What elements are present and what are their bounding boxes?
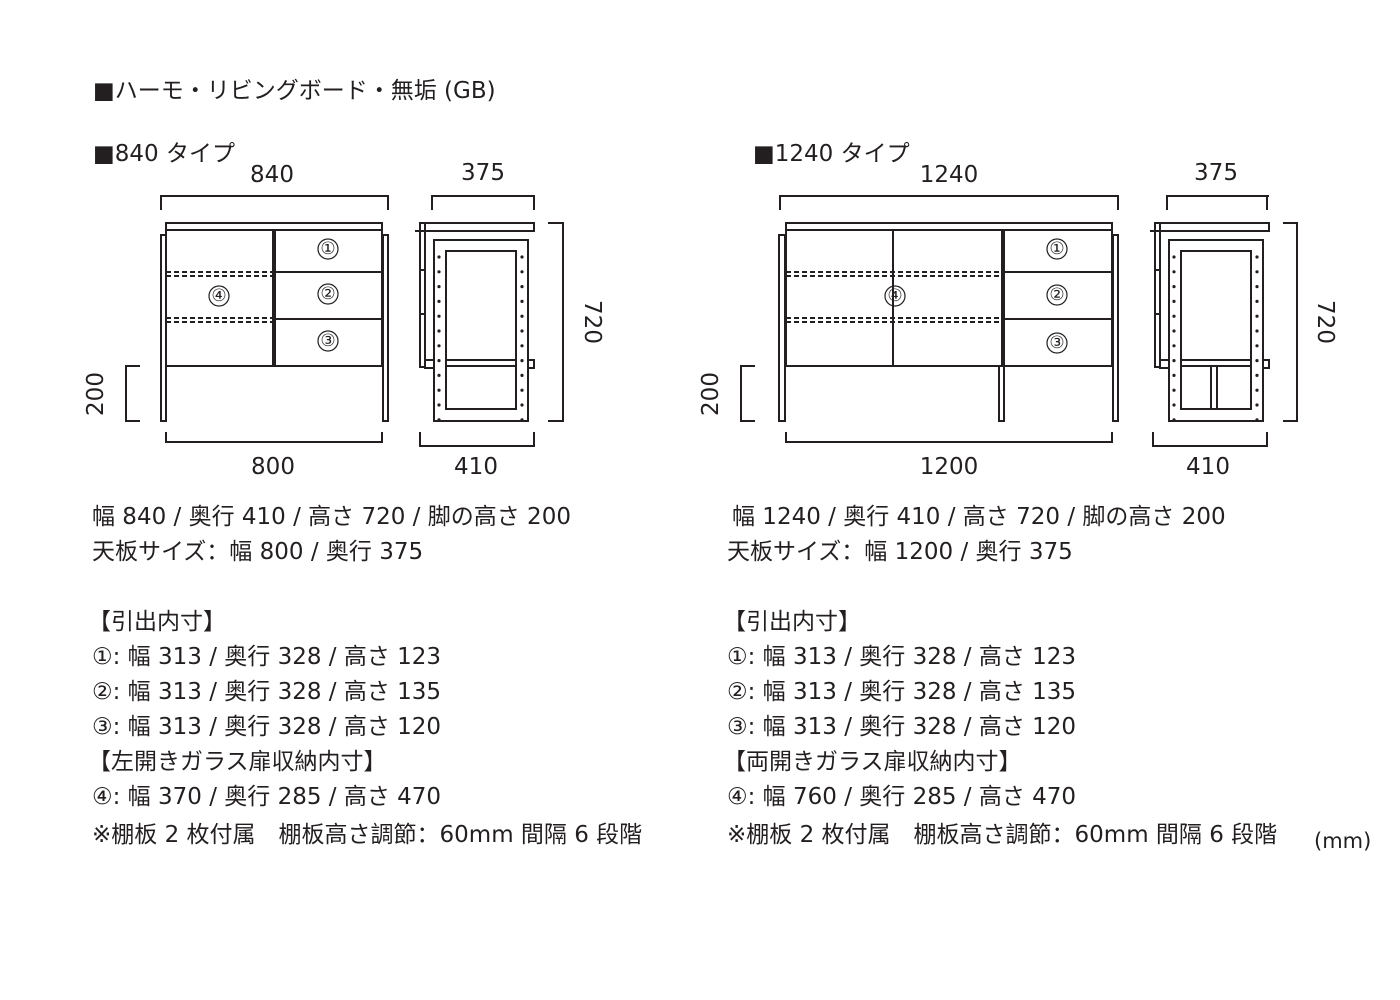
storage-spec: ④: 幅 370 / 奥行 285 / 高さ 470 [92, 784, 442, 810]
front-view-840 [125, 195, 389, 443]
side-view-840 [414, 195, 564, 447]
dim-height: 720 [1312, 300, 1338, 344]
dim-depth-bottom: 410 [454, 454, 498, 480]
dim-leg: 200 [83, 372, 109, 416]
marker-3: ③ [320, 331, 335, 351]
storage-heading: 【左開きガラス扉収納内寸】 [88, 749, 387, 775]
spec-line: 幅 840 / 奥行 410 / 高さ 720 / 脚の高さ 200 [92, 504, 571, 530]
drawer-spec: ②: 幅 313 / 奥行 328 / 高さ 135 [727, 679, 1077, 705]
dim-leg: 200 [698, 372, 724, 416]
dim-width-840: 840 [250, 162, 294, 188]
marker-4: ④ [211, 286, 226, 306]
unit-label: (mm) [1314, 829, 1372, 853]
marker-2: ② [320, 284, 335, 304]
marker-1: ① [1049, 239, 1064, 259]
drawer-heading: 【引出内寸】 [88, 609, 226, 635]
dim-height: 720 [579, 300, 605, 344]
shelf-note: ※棚板 2 枚付属 棚板高さ調節：60mm 間隔 6 段階 [92, 822, 643, 848]
spec-line: 幅 1240 / 奥行 410 / 高さ 720 / 脚の高さ 200 [732, 504, 1226, 530]
side-view-1240 [1149, 195, 1298, 447]
type-heading-840: ■840 タイプ [93, 141, 235, 167]
marker-3: ③ [1049, 333, 1064, 353]
marker-2: ② [1049, 285, 1064, 305]
spec-line: 天板サイズ：幅 800 / 奥行 375 [92, 539, 424, 565]
page-title: ■ハーモ・リビングボード・無垢 (GB) [93, 78, 496, 104]
marker-1: ① [320, 239, 335, 259]
spec-line: 天板サイズ：幅 1200 / 奥行 375 [727, 539, 1073, 565]
storage-spec: ④: 幅 760 / 奥行 285 / 高さ 470 [727, 784, 1077, 810]
dim-depth-top: 375 [1194, 160, 1238, 186]
dim-depth-top: 375 [461, 160, 505, 186]
drawer-heading: 【引出内寸】 [723, 609, 861, 635]
drawer-spec: ①: 幅 313 / 奥行 328 / 高さ 123 [727, 644, 1077, 670]
dim-depth-bottom: 410 [1186, 454, 1230, 480]
dim-width-1200: 1200 [920, 454, 979, 480]
storage-heading: 【両開きガラス扉収納内寸】 [723, 749, 1022, 775]
drawer-spec: ①: 幅 313 / 奥行 328 / 高さ 123 [92, 644, 442, 670]
front-view-1240 [740, 195, 1119, 443]
marker-4: ④ [887, 286, 902, 306]
drawer-spec: ②: 幅 313 / 奥行 328 / 高さ 135 [92, 679, 442, 705]
drawer-spec: ③: 幅 313 / 奥行 328 / 高さ 120 [92, 714, 442, 740]
dim-width-1240: 1240 [920, 162, 979, 188]
drawer-spec: ③: 幅 313 / 奥行 328 / 高さ 120 [727, 714, 1077, 740]
dim-width-800: 800 [251, 454, 295, 480]
shelf-note: ※棚板 2 枚付属 棚板高さ調節：60mm 間隔 6 段階 [727, 822, 1278, 848]
type-heading-1240: ■1240 タイプ [753, 141, 910, 167]
